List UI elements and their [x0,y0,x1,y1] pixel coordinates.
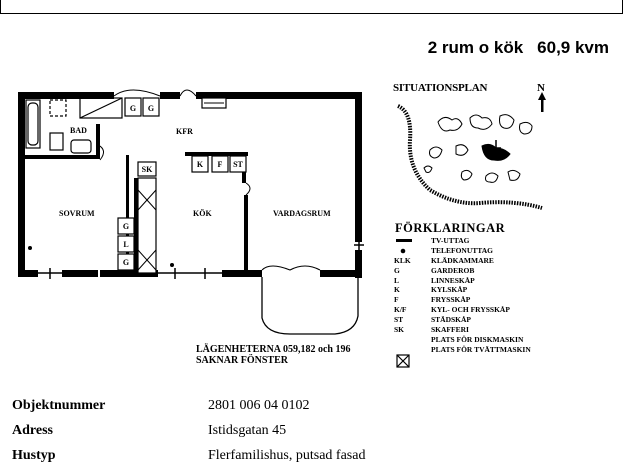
note-line-2: SAKNAR FÖNSTER [196,355,288,366]
fixture-g2: G [148,104,154,113]
fixture-st: ST [233,160,243,169]
situation-plan [397,104,543,210]
property-facts: Objektnummer 2801 006 04 0102 Adress Istid… [12,393,365,468]
situation-plan-title: SITUATIONSPLAN [393,82,488,94]
legend-row: PLATS FÖR TVÄTTMASKIN [431,344,531,354]
outlet-dots [28,246,174,267]
fact-value: 2801 006 04 0102 [208,397,310,413]
room-kfr: KFR [176,127,193,136]
fixture-sk: SK [142,165,153,174]
fixture-k: K [197,160,204,169]
fixture-l: L [123,240,128,249]
legend-title: FÖRKLARINGAR [395,221,506,235]
doors [97,89,321,271]
fact-row: Objektnummer 2801 006 04 0102 [12,393,365,418]
fixture-f: F [218,160,223,169]
balcony [261,277,359,335]
fact-row: Hustyp Flerfamilishus, putsad fasad [12,443,365,468]
fixture-g1: G [130,104,136,113]
outer-walls [18,92,362,278]
legend-row: PLATS FÖR DISKMASKIN [431,334,524,344]
no-windows-note: LÄGENHETERNA 059,182 och 196 SAKNAR FÖNS… [196,344,350,366]
situation-arrow [490,140,502,158]
legend-row: TELEFONUTTAG [431,245,493,255]
kitchen-cabinets [117,155,247,274]
legend-symbols [396,239,412,368]
tv-outlet [354,238,364,252]
room-count: 2 rum o kök [427,38,524,57]
phone-outlet-icon [400,248,406,254]
fact-value: Flerfamilishus, putsad fasad [208,447,366,463]
room-bad: BAD [70,126,87,135]
top-frame [0,0,623,14]
fixture-g3: G [123,222,129,231]
legend-row: TV-UTTAG [431,236,470,245]
dishwasher-marks [137,189,157,271]
fact-key: Objektnummer [12,397,106,413]
fact-row: Adress Istidsgatan 45 [12,418,365,443]
north-label: N [537,82,545,94]
fact-key: Hustyp [12,447,56,463]
fact-key: Adress [12,422,53,438]
fixture-g4: G [123,258,129,267]
wardrobe-top [124,97,227,117]
fact-value: Istidsgatan 45 [208,422,287,438]
kitchen-block [134,178,138,273]
bathroom-fixtures [25,97,123,154]
room-vardagsrum: VARDAGSRUM [273,209,331,218]
note-line-1: LÄGENHETERNA 059,182 och 196 [196,344,351,355]
room-labels: BAD KFR SOVRUM KÖK VARDAGSRUM [59,126,331,218]
dishwasher-icon [396,354,410,368]
window-marks [38,268,222,279]
north-arrow [538,92,546,112]
fixture-labels: G G K F ST SK G L G [123,104,244,267]
apartment-area: 60,9 kvm [537,38,609,57]
room-kok: KÖK [193,209,212,218]
apartment-headline: 2 rum o kök 60,9 kvm [428,38,609,58]
room-sovrum: SOVRUM [59,209,95,218]
tv-outlet-icon [396,239,412,242]
